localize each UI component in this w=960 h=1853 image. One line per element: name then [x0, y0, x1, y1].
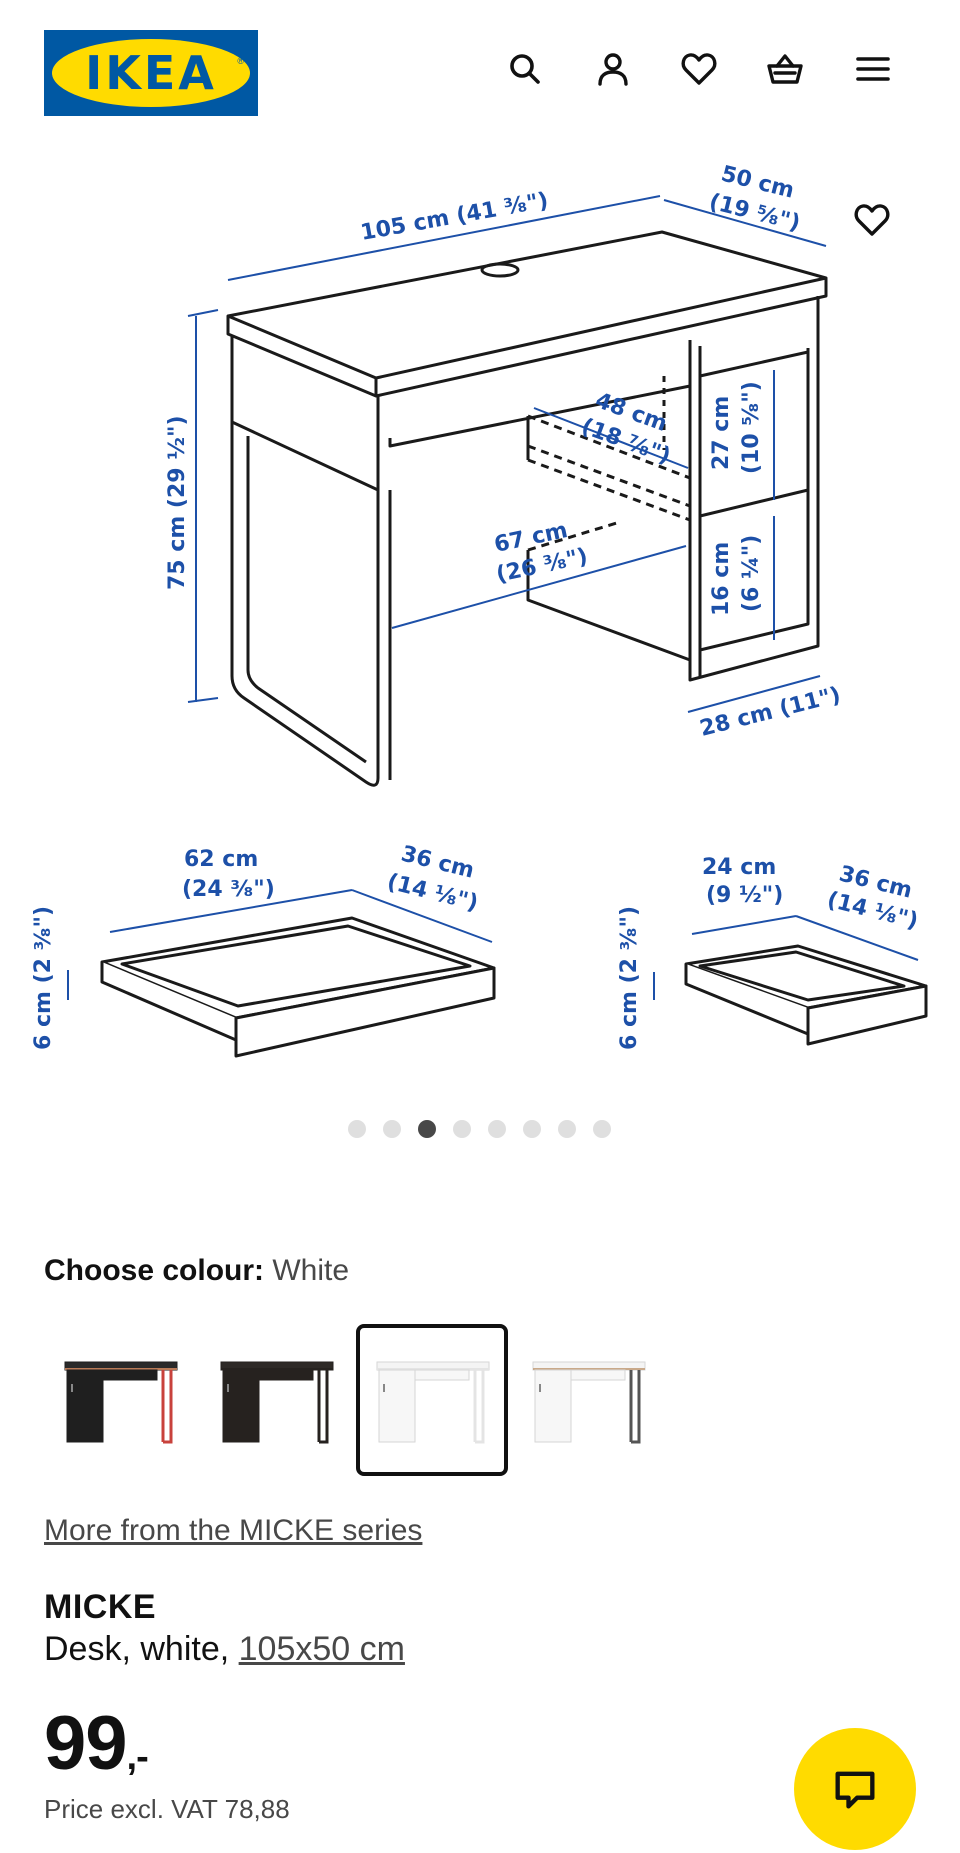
dim-drawer1-height: 6 cm (2 ³⁄₈") [31, 906, 56, 1050]
heart-icon [681, 53, 717, 85]
dim-cabinet-top-cm: 27 cm [709, 396, 734, 470]
gallery-dot[interactable] [488, 1120, 506, 1138]
basket-button[interactable] [762, 46, 808, 92]
menu-icon [856, 57, 890, 81]
search-button[interactable] [502, 46, 548, 92]
dim-desk-width: 105 cm (41 ³⁄₈") [359, 188, 550, 246]
gallery-dot[interactable] [558, 1120, 576, 1138]
product-desc-text: Desk, white, [44, 1630, 239, 1668]
dim-cabinet-bottom-in: (6 ¼") [739, 535, 764, 612]
site-header: IKEA ® [0, 0, 960, 140]
product-price: 99,- [44, 1700, 149, 1787]
desk-thumbnail [532, 1361, 646, 1444]
gallery-dot[interactable] [523, 1120, 541, 1138]
dim-drawer2-width-in: (9 ½") [706, 883, 783, 908]
account-icon [598, 53, 628, 86]
desk-thumbnail [220, 1361, 334, 1444]
dim-cabinet-bottom-cm: 16 cm [709, 542, 734, 616]
colour-swatch-black-red[interactable] [44, 1324, 196, 1476]
price-suffix: ,- [126, 1736, 149, 1778]
colour-label-text: Choose colour: [44, 1254, 265, 1287]
search-icon [510, 54, 540, 84]
chat-icon [835, 1771, 875, 1809]
dim-drawer2-height: 6 cm (2 ³⁄₈") [617, 906, 642, 1050]
logo-registered-mark: ® [237, 56, 244, 66]
gallery-pagination [348, 1118, 611, 1140]
dim-drawer2-width-cm: 24 cm [702, 855, 776, 880]
price-excl-vat: Price excl. VAT 78,88 [44, 1794, 290, 1824]
product-image-gallery[interactable]: 105 cm (41 ³⁄₈") 50 cm (19 ⁵⁄₈") 75 cm (… [0, 150, 960, 1090]
colour-chooser-label: Choose colour: White [44, 1254, 349, 1288]
dim-drawer1-width-in: (24 ³⁄₈") [182, 877, 275, 902]
desk-dimension-drawing: 105 cm (41 ³⁄₈") 50 cm (19 ⁵⁄₈") 75 cm (… [31, 162, 928, 1058]
chat-button[interactable] [794, 1728, 916, 1850]
basket-icon [767, 54, 803, 84]
gallery-dot[interactable] [593, 1120, 611, 1138]
colour-swatch-black-brown[interactable] [200, 1324, 352, 1476]
heart-icon [854, 204, 890, 236]
favourites-button[interactable] [676, 46, 722, 92]
gallery-dot[interactable] [453, 1120, 471, 1138]
desk-thumbnail [64, 1361, 178, 1444]
menu-button[interactable] [850, 46, 896, 92]
price-amount: 99 [44, 1701, 128, 1786]
dim-drawer1-width-cm: 62 cm [184, 847, 258, 872]
product-description: Desk, white, 105x50 cm [44, 1630, 405, 1669]
dim-cabinet-width: 28 cm (11") [697, 683, 843, 742]
dim-cabinet-top-in: (10 ⁵⁄₈") [739, 381, 764, 474]
product-size-link[interactable]: 105x50 cm [238, 1630, 405, 1668]
logo-wordmark: IKEA [85, 46, 217, 100]
desk-thumbnail [376, 1361, 490, 1444]
product-name: MICKE [44, 1588, 157, 1626]
gallery-dot[interactable] [418, 1120, 436, 1138]
account-button[interactable] [590, 46, 636, 92]
save-to-favourites-button[interactable] [844, 192, 900, 248]
colour-swatches [44, 1324, 664, 1476]
gallery-dot[interactable] [383, 1120, 401, 1138]
ikea-logo[interactable]: IKEA ® [44, 30, 258, 116]
selected-colour-value: White [272, 1254, 350, 1287]
colour-swatch-white-anthracite[interactable] [512, 1324, 664, 1476]
logo-oval [52, 39, 250, 107]
dim-desk-height: 75 cm (29 ½") [165, 415, 190, 590]
series-link[interactable]: More from the MICKE series [44, 1514, 423, 1547]
gallery-dot[interactable] [348, 1120, 366, 1138]
colour-swatch-white[interactable] [356, 1324, 508, 1476]
